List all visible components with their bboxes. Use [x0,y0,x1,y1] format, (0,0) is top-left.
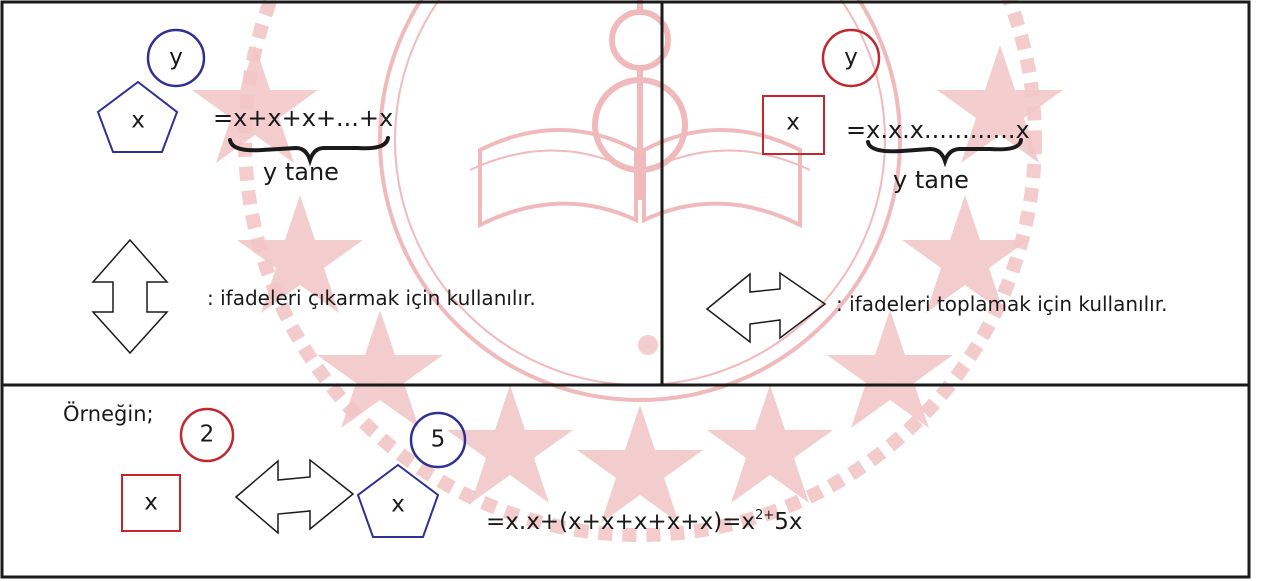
example-exponent-label: 2 [199,421,215,448]
example-pentagon-shape [356,463,440,538]
example-horizontal-arrow [234,458,355,535]
exponent-circle [821,28,881,88]
example-intro: Örneğin; [63,402,154,426]
count-label-multiplication: y tane [893,166,969,194]
example-multiplier-label: 5 [430,426,446,453]
multiplier-label: y [169,44,183,71]
repeated-multiplication-formula: =x.x.x............x [846,116,1030,144]
example-result-main: =x.x+(x+x+x+x+x)=x [486,509,756,535]
example-result-tail: 5x [774,509,803,535]
repeated-addition-formula: =x+x+x+...+x [213,104,394,132]
exponent-label: y [844,44,858,71]
horizontal-double-arrow [705,271,827,344]
example-exponent-circle [179,407,235,463]
example-pentagon-base-label: x [391,491,405,518]
multiplier-circle [146,28,206,88]
square-base-label: x [786,109,800,136]
pentagon-base-label: x [131,107,145,134]
brace-multiply [228,136,390,167]
square-shape [762,95,825,155]
brace-power [866,138,1023,168]
count-label-addition: y tane [263,158,339,186]
example-square-base-label: x [144,489,158,516]
vertical-double-arrow [91,238,169,355]
example-multiplier-circle [409,411,467,469]
horizontal-arrow-description: : ifadeleri toplamak için kullanılır. [836,292,1168,316]
example-result-formula: =x.x+(x+x+x+x+x)=x2+5x [486,509,802,534]
vertical-arrow-description: : ifadeleri çıkarmak için kullanılır. [207,286,536,310]
pentagon-shape [96,80,179,153]
example-result-superscript: 2+ [755,508,775,523]
example-square-shape [121,474,181,532]
